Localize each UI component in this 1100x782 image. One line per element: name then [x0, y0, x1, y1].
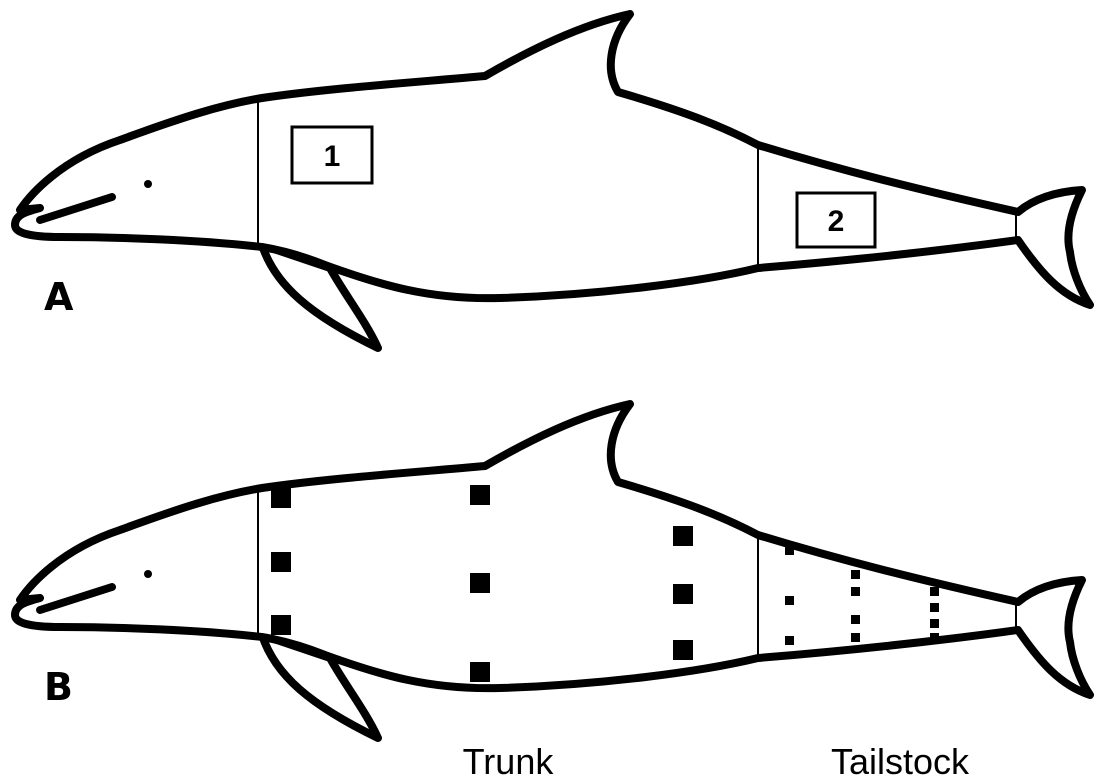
tailstock-sample-marker [785, 636, 794, 645]
trunk-region-label: Trunk [463, 741, 555, 782]
tailstock-sample-marker [851, 615, 860, 624]
panel-b-label: B [44, 665, 73, 709]
tailstock-region-label: Tailstock [831, 741, 970, 782]
trunk-sample-marker [271, 552, 291, 572]
tailstock-sample-marker [785, 546, 794, 555]
eye-icon [144, 180, 152, 188]
tailstock-sample-marker [851, 633, 860, 642]
trunk-sample-marker [271, 615, 291, 635]
tailstock-sample-marker [930, 603, 939, 612]
dolphin-a-outline [15, 14, 1090, 348]
panel-b: B [15, 404, 1090, 738]
zone-1-label: 1 [324, 140, 341, 173]
zone-2-label: 2 [828, 205, 845, 238]
tailstock-sample-marker [851, 570, 860, 579]
trunk-sample-marker [470, 485, 490, 505]
panel-a-label: A [44, 275, 74, 319]
trunk-sample-marker [673, 640, 693, 660]
trunk-sample-marker [673, 526, 693, 546]
trunk-sample-marker [673, 584, 693, 604]
tailstock-sample-marker [851, 587, 860, 596]
tailstock-sample-marker [930, 619, 939, 628]
tailstock-sample-marker [930, 587, 939, 596]
trunk-sample-marker [470, 573, 490, 593]
trunk-sample-marker [271, 488, 291, 508]
panel-a: 1 2 A [15, 14, 1090, 348]
dolphin-b-outline [15, 404, 1090, 738]
tailstock-sample-marker [930, 633, 939, 642]
trunk-sample-marker [470, 662, 490, 682]
tailstock-sample-marker [785, 596, 794, 605]
eye-icon [144, 570, 152, 578]
